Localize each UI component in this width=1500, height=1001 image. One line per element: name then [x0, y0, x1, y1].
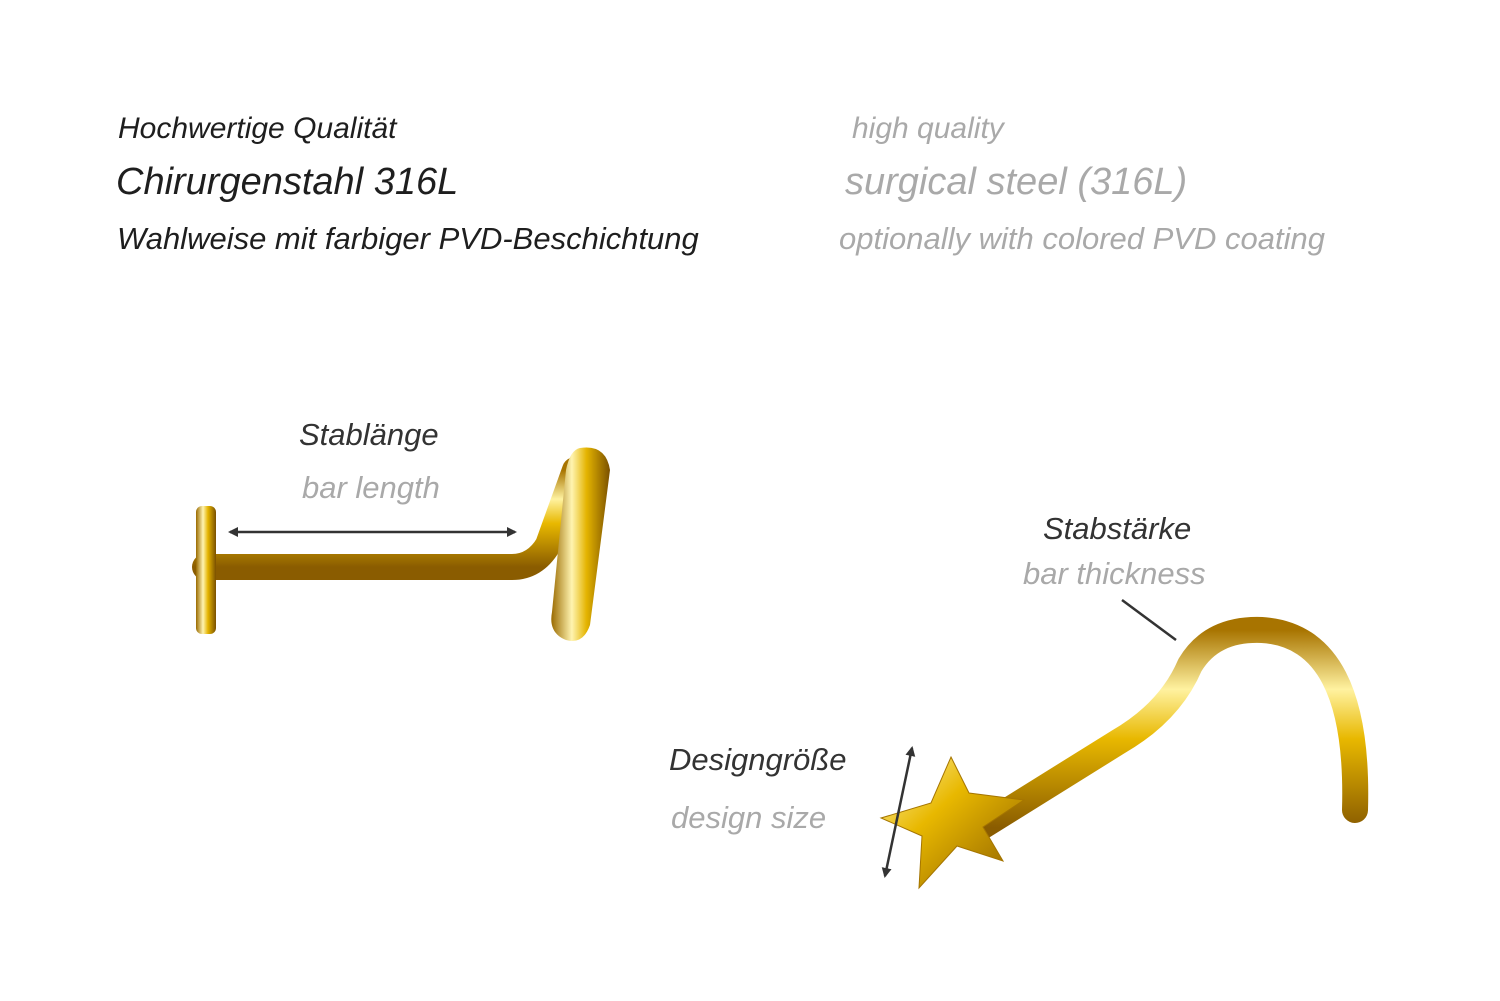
- label-bar-length-en: bar length: [302, 470, 440, 505]
- label-design-size-en: design size: [671, 800, 827, 835]
- label-bar-thickness-de: Stabstärke: [1043, 511, 1192, 546]
- label-bar-thickness-en: bar thickness: [1023, 556, 1206, 591]
- header-en-quality: high quality: [852, 112, 1004, 145]
- l-stud-tip: [551, 447, 610, 641]
- header-en-material: surgical steel (316L): [845, 161, 1188, 203]
- header-de-coating: Wahlweise mit farbiger PVD-Beschichtung: [117, 221, 699, 256]
- label-bar-length-de: Stablänge: [299, 417, 439, 452]
- design-size-arrow: [881, 746, 916, 878]
- l-stud-disc-head: [196, 506, 216, 634]
- header-de-material: Chirurgenstahl 316L: [116, 161, 459, 203]
- header-en-coating: optionally with colored PVD coating: [839, 221, 1325, 256]
- screw-bar: [967, 616, 1369, 841]
- l-stud-bar: [192, 457, 588, 580]
- l-shape-nose-stud: [192, 447, 610, 641]
- star-nose-screw: [879, 616, 1369, 890]
- bar-thickness-leader: [1121, 598, 1177, 642]
- header-de-quality: Hochwertige Qualität: [118, 112, 397, 145]
- label-design-size-de: Designgröße: [669, 742, 847, 777]
